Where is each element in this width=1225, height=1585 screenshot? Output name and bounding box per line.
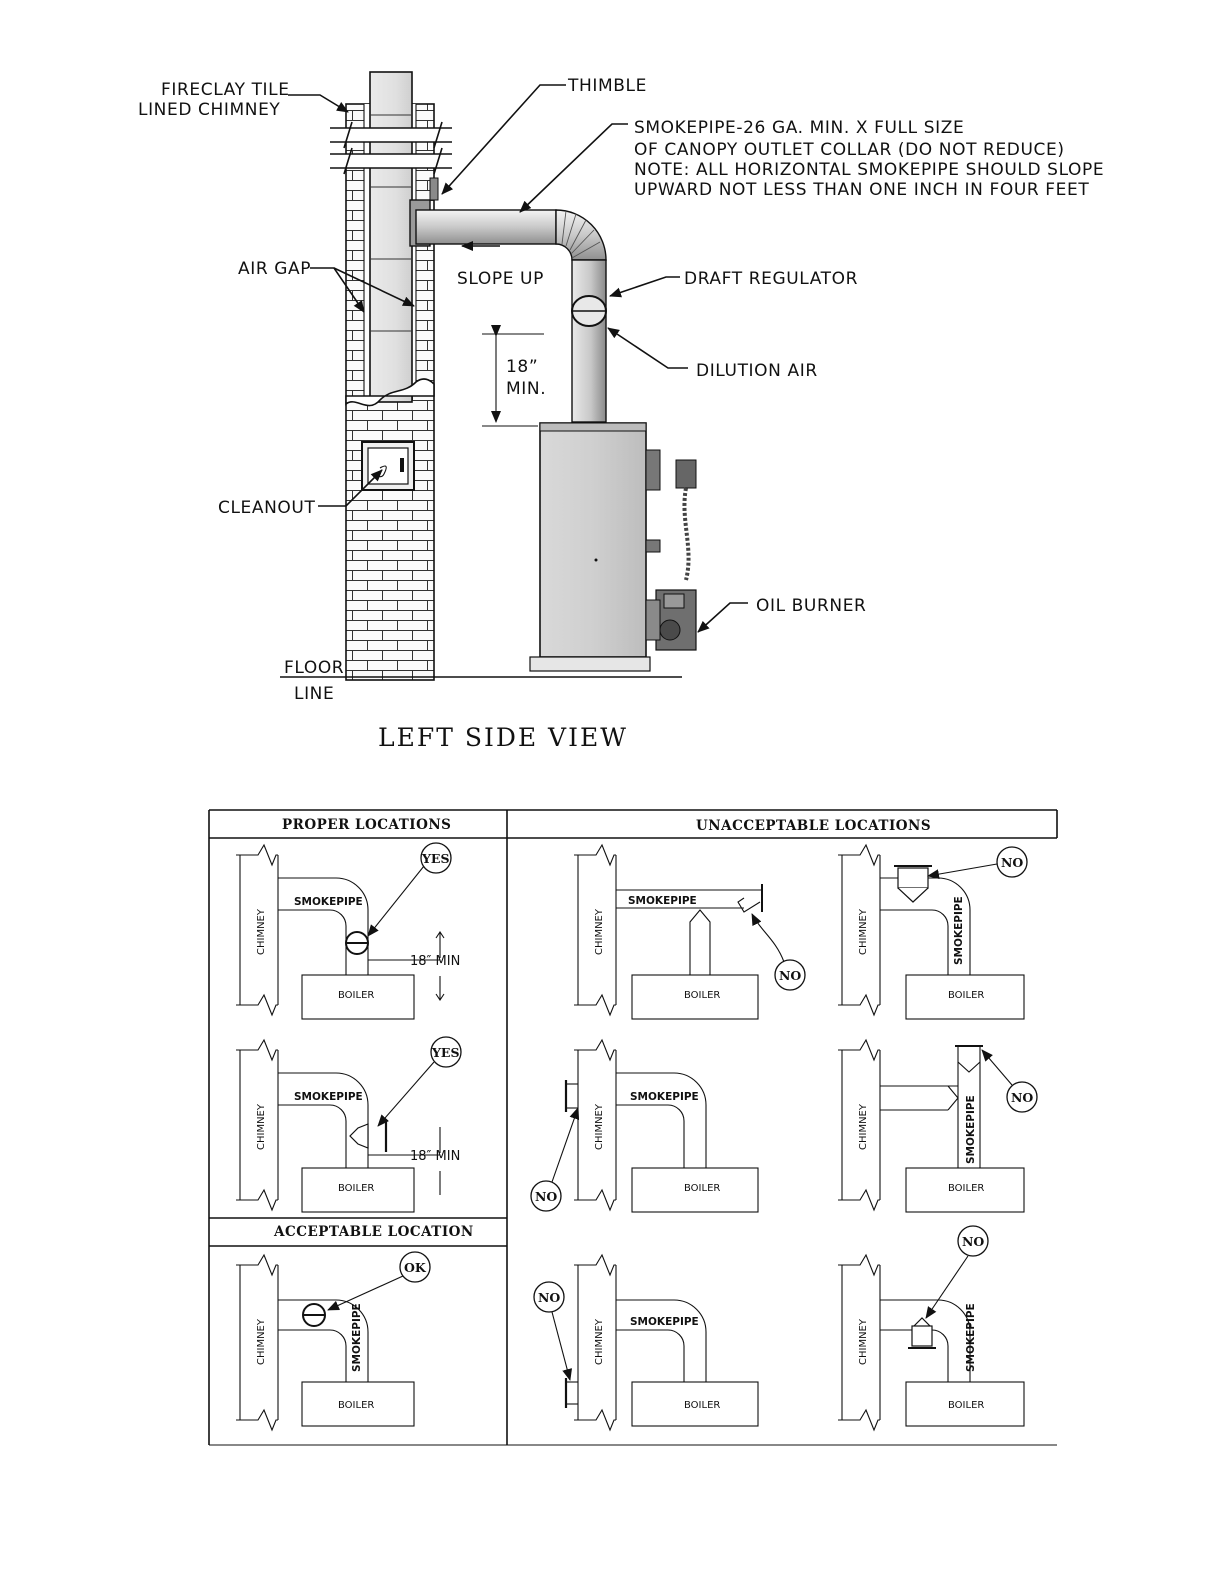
label-dilution-air: DILUTION AIR xyxy=(696,361,818,381)
p1-boiler: BOILER xyxy=(338,990,374,1001)
u4-smokepipe: SMOKEPIPE xyxy=(965,1095,977,1164)
p2-yes: YES xyxy=(431,1045,459,1060)
label-18-min-1: 18” xyxy=(506,357,538,377)
label-smokepipe-1: SMOKEPIPE-26 GA. MIN. X FULL SIZE xyxy=(634,118,964,138)
boiler-unit xyxy=(529,422,697,672)
u2-chimney: CHIMNEY xyxy=(858,908,869,955)
u3-boiler: BOILER xyxy=(684,1183,720,1194)
label-oil-burner: OIL BURNER xyxy=(756,596,866,616)
acceptable-location xyxy=(236,1251,431,1432)
label-18-min-2: MIN. xyxy=(506,379,546,399)
draft-regulator xyxy=(571,295,607,327)
p2-min: 18″ MIN xyxy=(410,1149,460,1164)
unacceptable-location-6 xyxy=(838,1225,1025,1432)
diagram-title: LEFT SIDE VIEW xyxy=(378,723,628,752)
label-slope-up: SLOPE UP xyxy=(457,269,544,289)
left-side-view: FIRECLAY TILE LINED CHIMNEY THIMBLE SMOK… xyxy=(138,71,1104,752)
u5-no: NO xyxy=(538,1290,560,1305)
location-table: PROPER LOCATIONS UNACCEPTABLE LOCATIONS … xyxy=(208,809,1058,1446)
unacceptable-location-1 xyxy=(574,843,806,1020)
u1-boiler: BOILER xyxy=(684,990,720,1001)
label-cleanout: CLEANOUT xyxy=(218,498,315,518)
unacceptable-location-2 xyxy=(838,843,1028,1020)
label-smokepipe-2: OF CANOPY OUTLET COLLAR (DO NOT REDUCE) xyxy=(634,140,1065,160)
u5-smokepipe: SMOKEPIPE xyxy=(630,1316,699,1328)
u4-chimney: CHIMNEY xyxy=(858,1103,869,1150)
unacceptable-location-3 xyxy=(530,1038,759,1213)
label-air-gap: AIR GAP xyxy=(238,259,311,279)
a-chimney: CHIMNEY xyxy=(256,1318,267,1365)
a-ok: OK xyxy=(404,1260,427,1275)
a-boiler: BOILER xyxy=(338,1400,374,1411)
header-unacceptable: UNACCEPTABLE LOCATIONS xyxy=(696,818,931,834)
proper-location-2 xyxy=(236,1036,462,1213)
u5-chimney: CHIMNEY xyxy=(594,1318,605,1365)
u6-smokepipe: SMOKEPIPE xyxy=(965,1303,977,1372)
p2-smokepipe: SMOKEPIPE xyxy=(294,1091,363,1103)
u1-chimney: CHIMNEY xyxy=(594,908,605,955)
u6-boiler: BOILER xyxy=(948,1400,984,1411)
brick-chimney xyxy=(330,71,452,681)
label-line: LINE xyxy=(294,684,334,704)
unacceptable-location-5 xyxy=(533,1253,759,1432)
u2-no: NO xyxy=(1001,855,1023,870)
proper-location-1 xyxy=(236,842,452,1020)
p2-boiler: BOILER xyxy=(338,1183,374,1194)
header-acceptable: ACCEPTABLE LOCATION xyxy=(273,1224,474,1240)
u1-no: NO xyxy=(779,968,801,983)
a-smokepipe: SMOKEPIPE xyxy=(351,1303,363,1372)
u2-smokepipe: SMOKEPIPE xyxy=(953,896,965,965)
label-thimble: THIMBLE xyxy=(567,76,647,96)
label-smokepipe-4: UPWARD NOT LESS THAN ONE INCH IN FOUR FE… xyxy=(634,180,1089,200)
header-proper: PROPER LOCATIONS xyxy=(282,817,451,833)
p1-chimney: CHIMNEY xyxy=(256,908,267,955)
label-smokepipe-3: NOTE: ALL HORIZONTAL SMOKEPIPE SHOULD SL… xyxy=(634,160,1104,180)
u6-no: NO xyxy=(962,1234,984,1249)
p1-yes: YES xyxy=(421,851,449,866)
u2-boiler: BOILER xyxy=(948,990,984,1001)
smokepipe xyxy=(415,209,607,423)
unacceptable-location-4 xyxy=(838,1038,1038,1213)
label-draft-regulator: DRAFT REGULATOR xyxy=(684,269,858,289)
u5-boiler: BOILER xyxy=(684,1400,720,1411)
label-fireclay-2: LINED CHIMNEY xyxy=(138,100,280,120)
label-fireclay-1: FIRECLAY TILE xyxy=(161,80,290,100)
u3-no: NO xyxy=(535,1189,557,1204)
u3-chimney: CHIMNEY xyxy=(594,1103,605,1150)
u1-smokepipe: SMOKEPIPE xyxy=(628,895,697,907)
u6-chimney: CHIMNEY xyxy=(858,1318,869,1365)
leader-lines xyxy=(288,84,748,633)
u4-boiler: BOILER xyxy=(948,1183,984,1194)
p2-chimney: CHIMNEY xyxy=(256,1103,267,1150)
p1-min: 18″ MIN xyxy=(410,954,460,969)
label-floor: FLOOR xyxy=(284,658,344,678)
u4-no: NO xyxy=(1011,1090,1033,1105)
p1-smokepipe: SMOKEPIPE xyxy=(294,896,363,908)
u3-smokepipe: SMOKEPIPE xyxy=(630,1091,699,1103)
